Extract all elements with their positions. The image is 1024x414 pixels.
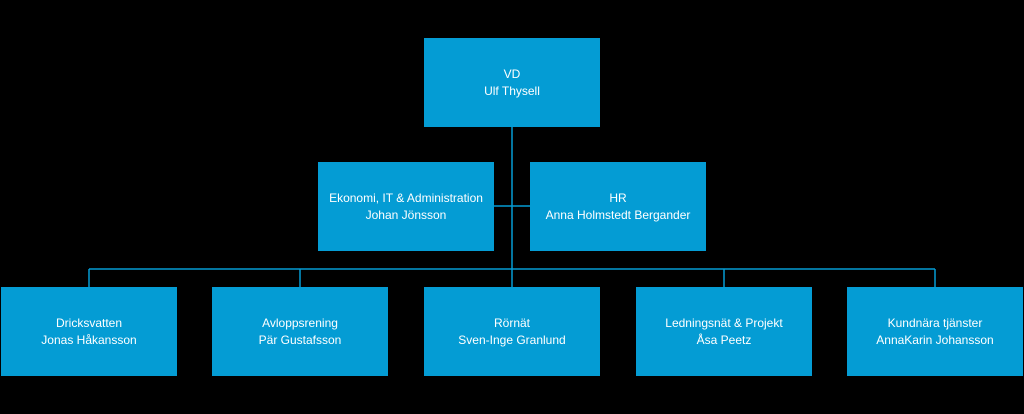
org-box-role: HR xyxy=(609,190,627,205)
org-box-person: Sven-Inge Granlund xyxy=(458,332,566,347)
org-box-rornat: Rörnät Sven-Inge Granlund xyxy=(424,287,600,376)
org-box-role: VD xyxy=(503,66,521,81)
org-box-kundnara-tjanster: Kundnära tjänster AnnaKarin Johansson xyxy=(847,287,1023,376)
org-box-role: Ledningsnät & Projekt xyxy=(665,315,783,330)
org-box-dricksvatten: Dricksvatten Jonas Håkansson xyxy=(1,287,177,376)
org-box-person: Åsa Peetz xyxy=(696,332,752,347)
org-box-role: Dricksvatten xyxy=(55,315,123,330)
org-box-ledningsnat-projekt: Ledningsnät & Projekt Åsa Peetz xyxy=(636,287,812,376)
org-box-role: Rörnät xyxy=(493,315,531,330)
org-box-person: Johan Jönsson xyxy=(365,207,447,222)
org-box-person: Ulf Thysell xyxy=(484,83,540,98)
org-box-role: Kundnära tjänster xyxy=(887,315,983,330)
org-box-avloppsrening: Avloppsrening Pär Gustafsson xyxy=(212,287,388,376)
org-box-person: AnnaKarin Johansson xyxy=(876,332,994,347)
org-box-role: Avloppsrening xyxy=(262,315,338,330)
org-box-person: Anna Holmstedt Bergander xyxy=(545,207,691,222)
org-box-person: Pär Gustafsson xyxy=(258,332,342,347)
org-box-ekonomi-it-administration: Ekonomi, IT & Administration Johan Jönss… xyxy=(318,162,494,251)
org-box-hr: HR Anna Holmstedt Bergander xyxy=(530,162,706,251)
org-box-vd: VD Ulf Thysell xyxy=(424,38,600,127)
org-box-person: Jonas Håkansson xyxy=(41,332,137,347)
org-box-role: Ekonomi, IT & Administration xyxy=(329,190,483,205)
